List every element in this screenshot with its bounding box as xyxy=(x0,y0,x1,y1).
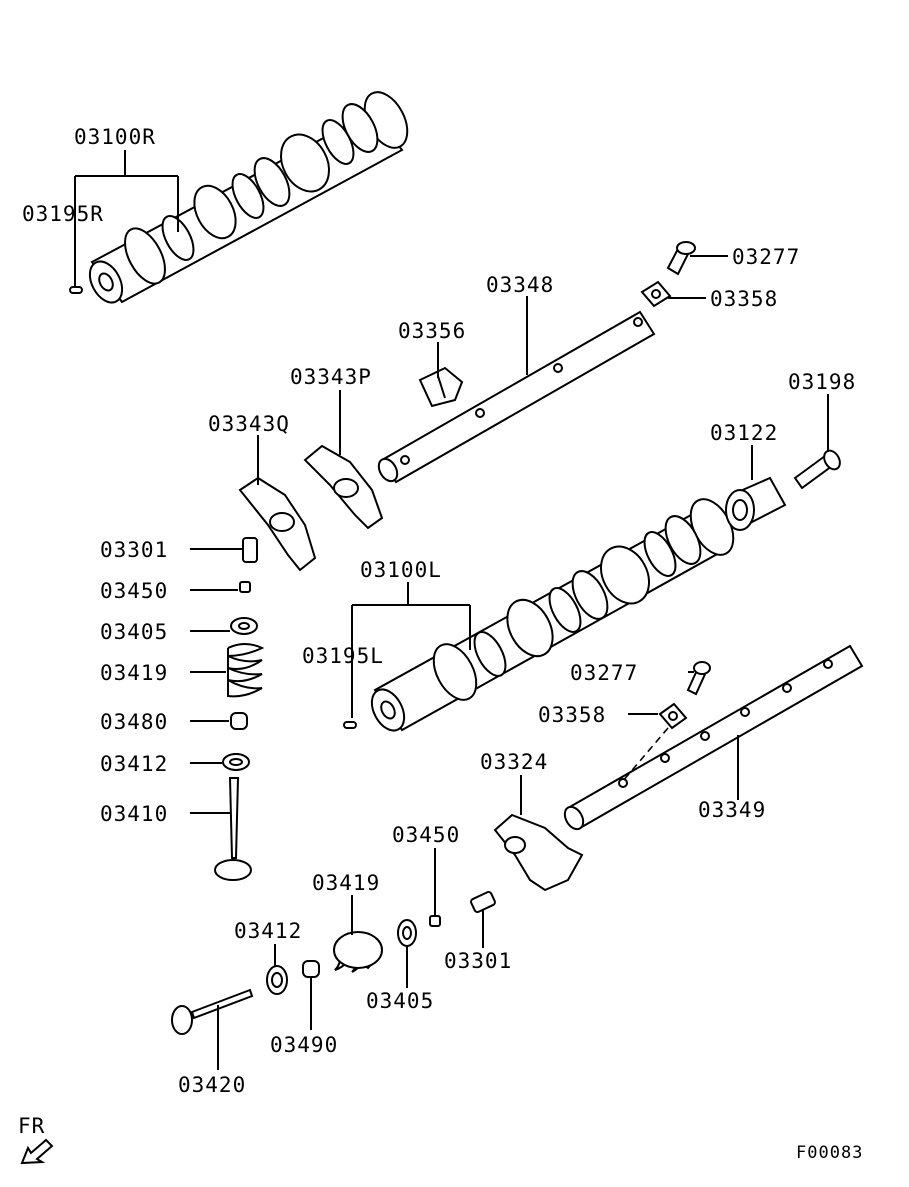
label-spring-left: 03419 xyxy=(100,661,168,685)
rocker-shaft-lower[interactable] xyxy=(561,644,864,832)
retainer-left[interactable] xyxy=(222,753,250,771)
adjuster-left[interactable] xyxy=(242,537,258,563)
rocker-arm-lower[interactable] xyxy=(493,813,584,892)
spring-lower[interactable] xyxy=(333,931,383,973)
label-valve-lower: 03420 xyxy=(178,1073,246,1097)
bolt-top[interactable] xyxy=(666,241,696,276)
label-rocker-arm-p: 03343P xyxy=(290,365,372,389)
bolt-side[interactable] xyxy=(793,448,843,490)
nut-left[interactable] xyxy=(239,581,251,593)
valve-lower[interactable] xyxy=(171,988,254,1035)
washer-top[interactable] xyxy=(640,280,672,308)
adjuster-lower[interactable] xyxy=(470,890,496,914)
label-camshaft-left: 03100L xyxy=(360,558,442,582)
direction-label: FR xyxy=(18,1114,45,1138)
label-seat-left: 03405 xyxy=(100,620,168,644)
label-rocker-arm-lower: 03324 xyxy=(480,750,548,774)
label-plug: 03122 xyxy=(710,421,778,445)
figure-code: F00083 xyxy=(796,1143,863,1163)
label-seal-left: 03480 xyxy=(100,710,168,734)
part-labels: 03100R 03195R 03277 03358 03348 03356 03… xyxy=(22,125,856,1097)
label-pin-right: 03195R xyxy=(22,202,104,226)
label-adjuster-lower: 03301 xyxy=(444,949,512,973)
label-washer-top: 03358 xyxy=(710,287,778,311)
seat-left[interactable] xyxy=(230,617,258,635)
rocker-arm-q[interactable] xyxy=(238,476,317,572)
label-seal-lower: 03490 xyxy=(270,1033,338,1057)
label-pin-left: 03195L xyxy=(302,644,384,668)
washer-mid[interactable] xyxy=(658,702,688,730)
label-adjuster-left: 03301 xyxy=(100,538,168,562)
pin-left[interactable] xyxy=(343,721,357,729)
leader-lines xyxy=(74,150,829,1070)
nut-lower[interactable] xyxy=(429,915,441,927)
label-rocker-shaft-lower: 03349 xyxy=(698,798,766,822)
rocker-shaft-upper[interactable] xyxy=(375,310,656,484)
clip[interactable] xyxy=(418,366,464,408)
retainer-lower[interactable] xyxy=(266,965,288,995)
label-washer-mid: 03358 xyxy=(538,703,606,727)
label-seat-lower: 03405 xyxy=(366,989,434,1013)
label-spring-lower: 03419 xyxy=(312,871,380,895)
seat-lower[interactable] xyxy=(397,919,417,947)
label-bolt-side: 03198 xyxy=(788,370,856,394)
label-camshaft-right: 03100R xyxy=(74,125,156,149)
label-rocker-shaft-upper: 03348 xyxy=(486,273,554,297)
label-bolt-mid: 03277 xyxy=(570,661,638,685)
seal-left[interactable] xyxy=(230,712,248,730)
seal-lower[interactable] xyxy=(302,960,320,978)
label-valve-left: 03410 xyxy=(100,802,168,826)
bolt-mid[interactable] xyxy=(686,661,711,696)
spring-left[interactable] xyxy=(227,643,265,698)
label-nut-left: 03450 xyxy=(100,579,168,603)
label-nut-lower: 03450 xyxy=(392,823,460,847)
camshaft-left[interactable] xyxy=(365,492,742,736)
label-retainer-lower: 03412 xyxy=(234,919,302,943)
rocker-arm-p[interactable] xyxy=(303,444,384,530)
valve-left[interactable] xyxy=(214,777,252,881)
plug[interactable] xyxy=(725,476,787,531)
label-bolt-top: 03277 xyxy=(732,245,800,269)
label-clip: 03356 xyxy=(398,319,466,343)
label-rocker-arm-q: 03343Q xyxy=(208,412,290,436)
direction-indicator: FR xyxy=(18,1114,54,1165)
camshaft-right[interactable] xyxy=(83,85,416,308)
label-retainer-left: 03412 xyxy=(100,752,168,776)
arrow-down-left-icon xyxy=(20,1138,54,1165)
